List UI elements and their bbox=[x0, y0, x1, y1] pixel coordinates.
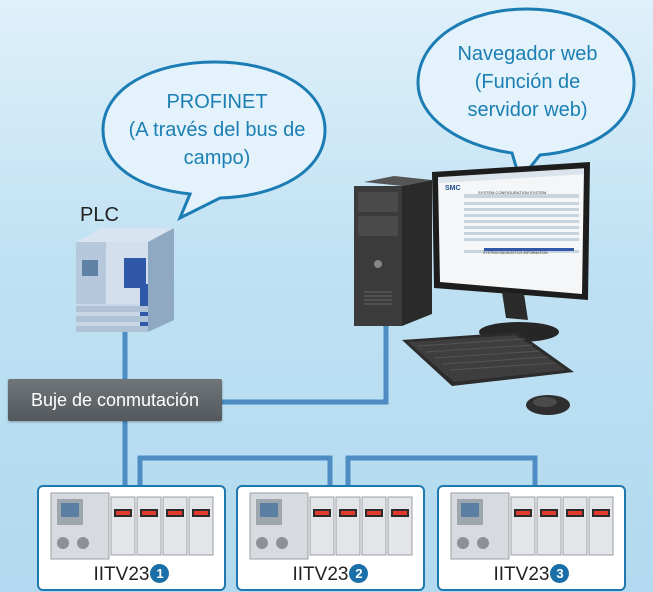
screen-logo: SMC bbox=[445, 185, 461, 192]
switching-hub: Buje de conmutación bbox=[8, 379, 222, 421]
screen-title: SYSTEM CONFIGURATION SYSTEM bbox=[478, 190, 547, 195]
device1-to-device2-cable bbox=[137, 455, 333, 485]
device-number-badge: 3 bbox=[550, 564, 570, 583]
device-number-badge: 1 bbox=[150, 564, 170, 583]
valve-manifold-image bbox=[50, 492, 214, 560]
device-number-badge: 2 bbox=[349, 564, 369, 583]
device-name: IITV23 bbox=[93, 564, 150, 585]
device2-to-device3-cable bbox=[345, 455, 538, 485]
pc-tower bbox=[354, 176, 432, 326]
hub-to-pc-cable bbox=[222, 318, 389, 405]
profinet-bubble-text: PROFINET (A través del bus de campo) bbox=[128, 91, 306, 169]
monitor bbox=[432, 162, 590, 342]
device-name: IITV23 bbox=[493, 564, 550, 585]
browser-bubble-text: Navegador web (Función de servidor web) bbox=[457, 43, 598, 121]
plc-label: PLC bbox=[80, 204, 119, 226]
mouse bbox=[526, 395, 570, 415]
valve-manifold-image bbox=[249, 492, 413, 560]
valve-manifold-image bbox=[450, 492, 614, 560]
profinet-bubble bbox=[101, 60, 327, 222]
device-name: IITV23 bbox=[292, 564, 349, 585]
plc-device bbox=[76, 228, 174, 332]
screen-lower-title: SYSTEM DIAGNOSTICS INFORMATION bbox=[483, 251, 548, 255]
keyboard bbox=[402, 332, 574, 386]
